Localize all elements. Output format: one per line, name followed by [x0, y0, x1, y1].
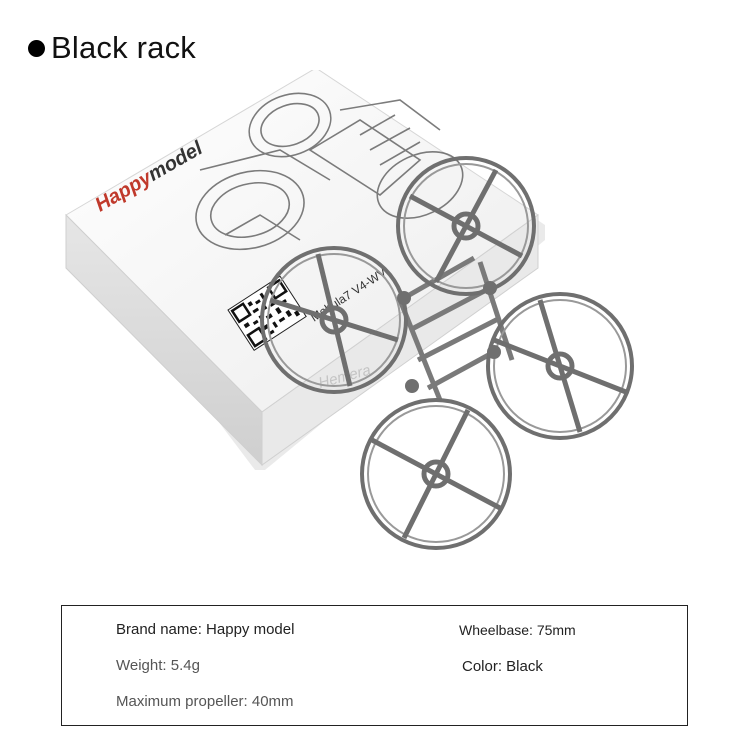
spec-max-propeller: Maximum propeller: 40mm [116, 693, 294, 710]
spec-wheelbase: Wheelbase: 75mm [459, 622, 576, 638]
duct-top-right [396, 156, 536, 296]
spec-box: Brand name: Happy model Wheelbase: 75mm … [61, 605, 688, 726]
product-photo: Happymodel Mobula7 V4-WV Hemera [65, 70, 634, 550]
duct-bottom [360, 398, 512, 550]
box-illustration [195, 92, 464, 251]
duct-left [260, 246, 408, 394]
duct-right [486, 292, 634, 440]
title-row: Black rack [28, 30, 196, 66]
product-box: Happymodel Mobula7 V4-WV Hemera [65, 70, 545, 470]
bullet-icon [28, 39, 45, 57]
page-title: Black rack [51, 30, 196, 65]
drone-frame [260, 156, 634, 550]
spec-color: Color: Black [462, 658, 543, 675]
spec-brand: Brand name: Happy model [116, 621, 295, 638]
spec-weight: Weight: 5.4g [116, 657, 200, 674]
